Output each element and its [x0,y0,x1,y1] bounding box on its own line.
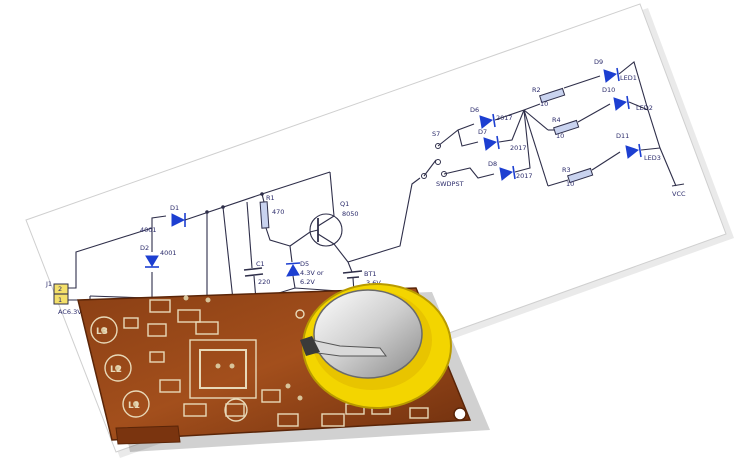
label-r4-value: 10 [556,132,564,140]
label-led1: LED1 [620,74,637,82]
zener-d5 [286,263,300,277]
led-d9 [603,69,618,83]
j1-pin-2: 2 [58,285,62,293]
label-d6-part: 2017 [496,114,513,122]
pcb-board: L3 L2 L1 [77,283,490,452]
label-d8-part: 2017 [516,172,533,180]
label-d10: D10 [602,86,615,94]
diode-d6 [479,115,494,129]
label-r2: R2 [532,86,541,94]
label-d8: D8 [488,160,497,168]
label-r3-value: 10 [566,180,574,188]
label-d1-part: 4001 [140,226,157,234]
coin-cell-battery [313,289,423,379]
label-r4: R4 [552,116,561,124]
label-r1: R1 [266,194,275,202]
label-ac: AC6.3V [58,308,82,316]
pcb-label-l2: L2 [110,365,122,375]
label-switch-type: SWDPST [436,180,464,188]
label-j1: J1 [45,280,52,288]
label-d2-part: 4001 [160,249,177,257]
label-d7: D7 [478,128,487,136]
label-q1-part: 8050 [342,210,359,218]
pcb-mount-hole [453,407,467,421]
label-c1-value: 220 [258,278,270,286]
label-r3: R3 [562,166,571,174]
pcb-label-l3: L3 [96,327,108,337]
pcb-edge-tab [115,425,181,445]
resistor-r4 [553,119,580,136]
resistor-r3 [567,167,594,184]
resistor-r1 [259,201,270,229]
pcb-label-l1: L1 [128,401,140,411]
label-d5-value-1: 4.3V or [300,269,324,277]
led-d11 [625,145,640,159]
label-r2-value: 10 [540,100,548,108]
label-d5: D5 [300,260,309,268]
diode-d8 [499,167,514,181]
label-bt1-value: 3.6V [366,279,381,287]
label-c1: C1 [256,260,265,268]
pcb-pads [101,295,303,407]
diode-d2 [145,255,159,267]
label-r1-value: 470 [272,208,284,216]
diode-d1 [171,213,186,227]
label-led3: LED3 [644,154,661,162]
label-bt1: BT1 [364,270,377,278]
diode-d7 [483,137,498,151]
label-d5-value-2: 6.2V [300,278,315,286]
label-s7: S7 [432,130,440,138]
transistor-q1 [309,213,343,247]
label-d1: D1 [170,204,179,212]
resistor-r2 [539,87,566,104]
label-d2: D2 [140,244,149,252]
pcb-silkscreen [90,299,429,427]
label-vcc: VCC [672,190,686,198]
j1-pin-1: 1 [58,296,62,304]
led-d10 [613,97,628,111]
label-d11: D11 [616,132,629,140]
label-d6: D6 [470,106,479,114]
label-q1: Q1 [340,200,349,208]
label-d7-part: 2017 [510,144,527,152]
label-d9: D9 [594,58,603,66]
